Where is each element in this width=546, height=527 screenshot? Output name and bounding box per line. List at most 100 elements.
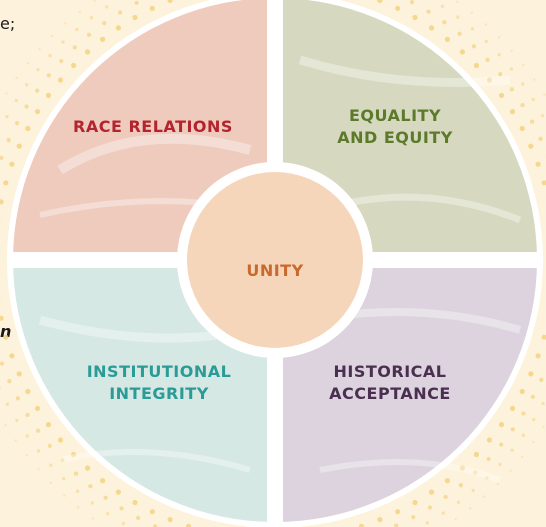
halo-dot <box>35 88 40 93</box>
edge-text-top: e; <box>0 14 16 33</box>
halo-dot <box>377 517 383 523</box>
halo-dot <box>510 49 513 52</box>
label-unity: UNITY <box>246 261 303 280</box>
halo-dot <box>530 394 536 400</box>
halo-dot <box>521 455 524 458</box>
halo-dot <box>412 499 418 506</box>
halo-dot <box>24 104 29 109</box>
label-line: AND EQUITY <box>337 128 453 147</box>
halo-dot <box>443 494 448 500</box>
halo-dot <box>457 31 462 36</box>
halo-dot <box>459 465 465 471</box>
halo-dot <box>38 48 41 51</box>
halo-dot <box>521 411 526 416</box>
halo-dot <box>71 451 77 458</box>
halo-dot <box>485 476 489 480</box>
halo-dot <box>470 27 475 31</box>
halo-dot <box>535 161 541 167</box>
center-circle-unity <box>187 172 363 348</box>
edge-text-middle: n <box>0 322 12 341</box>
halo-dot <box>61 40 65 44</box>
halo-dot <box>14 120 20 126</box>
halo-dot <box>519 388 525 395</box>
halo-dot <box>57 437 64 443</box>
halo-dot <box>34 109 41 115</box>
halo-dot <box>529 119 535 124</box>
halo-dot <box>75 489 80 493</box>
halo-dot <box>88 484 93 489</box>
halo-dot <box>72 45 77 50</box>
halo-dot <box>496 482 500 486</box>
halo-dot <box>0 386 1 389</box>
halo-dot <box>167 517 173 523</box>
halo-dot <box>25 412 30 418</box>
halo-dot <box>409 0 415 5</box>
halo-dot <box>509 67 514 71</box>
halo-dot <box>411 514 416 520</box>
halo-dot <box>532 417 536 422</box>
halo-dot <box>528 371 534 377</box>
halo-dot <box>75 27 79 32</box>
halo-dot <box>115 25 121 31</box>
halo-dot <box>429 489 435 495</box>
halo-dot <box>15 76 18 80</box>
halo-dot <box>541 180 546 186</box>
halo-dot <box>540 114 545 118</box>
halo-dot <box>483 495 486 498</box>
halo-dot <box>425 521 430 525</box>
halo-dot <box>78 10 81 13</box>
halo-dot <box>498 422 505 428</box>
halo-dot <box>14 98 18 103</box>
halo-dot <box>85 465 91 471</box>
halo-dot <box>510 448 514 452</box>
halo-dot <box>45 92 52 98</box>
halo-dot <box>454 518 457 521</box>
halo-dot <box>498 92 505 98</box>
halo-dot <box>77 506 80 509</box>
halo-dot <box>85 49 91 55</box>
halo-dot <box>15 396 21 401</box>
halo-dot <box>90 501 94 505</box>
halo-dot <box>394 523 399 527</box>
halo-dot <box>57 77 64 83</box>
halo-dot <box>91 517 95 520</box>
halo-dot <box>533 78 536 81</box>
halo-dot <box>542 425 545 428</box>
halo-dot <box>498 462 502 467</box>
halo-dot <box>14 439 17 442</box>
halo-dot <box>541 401 545 406</box>
halo-dot <box>119 506 124 511</box>
halo-dot <box>62 476 66 481</box>
halo-dot <box>426 9 431 14</box>
halo-dot <box>16 371 22 377</box>
halo-dot <box>134 0 139 6</box>
halo-dot <box>135 515 141 521</box>
halo-dot <box>121 521 126 526</box>
halo-dot <box>440 4 445 8</box>
halo-dot <box>509 405 516 411</box>
halo-dot <box>510 427 515 432</box>
halo-dot <box>455 0 459 3</box>
halo-dot <box>442 20 447 25</box>
halo-dot <box>132 14 138 21</box>
halo-dot <box>532 440 535 444</box>
halo-dot <box>5 92 8 95</box>
halo-dot <box>395 509 401 515</box>
halo-dot <box>473 470 478 475</box>
halo-dot <box>16 143 22 149</box>
halo-dot <box>59 58 64 64</box>
halo-dot <box>115 489 121 495</box>
halo-dot <box>49 481 53 485</box>
halo-dot <box>64 22 67 25</box>
halo-dot <box>132 499 138 506</box>
halo-dot <box>520 102 525 108</box>
halo-dot <box>100 36 106 43</box>
halo-dot <box>484 39 488 44</box>
halo-dot <box>26 62 29 65</box>
halo-dot <box>167 0 173 3</box>
halo-dot <box>9 161 15 167</box>
halo-dot <box>93 0 96 2</box>
halo-dot <box>7 379 12 384</box>
halo-dot <box>471 44 477 49</box>
